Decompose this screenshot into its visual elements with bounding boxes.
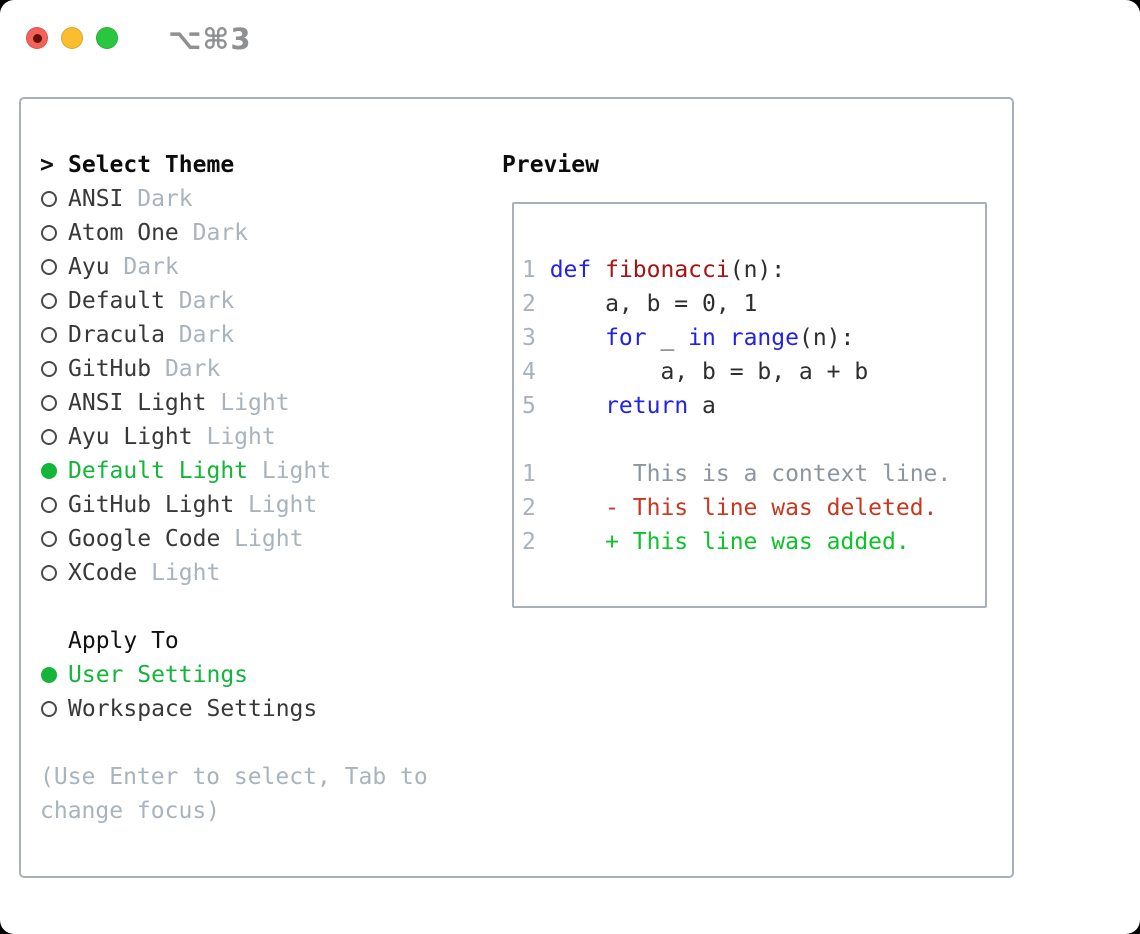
unsaved-dot-icon [32, 33, 42, 43]
radio-icon [41, 429, 57, 445]
traffic-lights [26, 27, 118, 49]
radio-icon [41, 327, 57, 343]
window-title: ⌥⌘3 [168, 22, 252, 56]
apply-option-user-settings[interactable]: User Settings [40, 658, 428, 692]
theme-option-github[interactable]: GitHub Dark [40, 352, 428, 386]
line-number: 1 [522, 461, 536, 487]
option-label: XCode [68, 560, 138, 586]
option-variant: Dark [178, 220, 249, 246]
code-line: 1 This is a context line. [522, 457, 985, 491]
spacer [40, 590, 428, 624]
apply-to-title: Apply To [68, 628, 179, 654]
theme-option-ansi[interactable]: ANSI Dark [40, 182, 428, 216]
option-label: Atom One [68, 220, 179, 246]
option-label: User Settings [68, 662, 249, 688]
code-line: 4 a, b = b, a + b [522, 355, 985, 389]
option-variant: Dark [164, 322, 235, 348]
option-label: Default Light [68, 458, 249, 484]
line-number: 5 [522, 393, 536, 419]
option-variant: Dark [151, 356, 221, 382]
radio-icon [41, 531, 57, 547]
radio-icon [41, 497, 57, 513]
code-line: 2 a, b = 0, 1 [522, 287, 985, 321]
radio-icon [41, 225, 57, 241]
code-line: 2 - This line was deleted. [522, 491, 985, 525]
apply-option-workspace-settings[interactable]: Workspace Settings [40, 692, 428, 726]
radio-selected-icon [41, 463, 57, 479]
radio-icon [41, 259, 57, 275]
help-line: change focus) [40, 798, 221, 824]
theme-option-ansi-light[interactable]: ANSI Light Light [40, 386, 428, 420]
code-line [522, 423, 985, 457]
theme-list-header: > Select Theme [40, 148, 428, 182]
option-variant: Light [220, 526, 304, 552]
apply-to-header: Apply To [40, 624, 428, 658]
radio-icon [41, 361, 57, 377]
line-number: 2 [522, 495, 536, 521]
code-line: 3 for _ in range(n): [522, 321, 985, 355]
radio-icon [41, 565, 57, 581]
theme-option-ayu[interactable]: Ayu Dark [40, 250, 428, 284]
option-label: GitHub Light [68, 492, 235, 518]
theme-list-title: Select Theme [68, 152, 235, 178]
option-label: Workspace Settings [68, 696, 318, 722]
radio-icon [41, 395, 57, 411]
theme-option-ayu-light[interactable]: Ayu Light Light [40, 420, 428, 454]
theme-option-dracula[interactable]: Dracula Dark [40, 318, 428, 352]
preview-title: Preview [502, 152, 599, 178]
theme-option-google-code[interactable]: Google Code Light [40, 522, 428, 556]
help-text: (Use Enter to select, Tab to change focus… [40, 760, 428, 828]
help-line: (Use Enter to select, Tab to [40, 764, 428, 790]
option-label: Ayu Light [68, 424, 193, 450]
line-number: 1 [522, 257, 536, 283]
theme-option-atom-one[interactable]: Atom One Dark [40, 216, 428, 250]
option-label: Ayu [68, 254, 110, 280]
option-label: ANSI Light [68, 390, 207, 416]
minimize-button[interactable] [61, 27, 83, 49]
radio-icon [41, 191, 57, 207]
option-variant: Dark [164, 288, 235, 314]
option-variant: Light [248, 458, 332, 484]
line-number: 3 [522, 325, 536, 351]
option-variant: Light [192, 424, 276, 450]
theme-option-xcode[interactable]: XCode Light [40, 556, 428, 590]
theme-option-default[interactable]: Default Dark [40, 284, 428, 318]
close-button[interactable] [26, 27, 48, 49]
option-label: Google Code [68, 526, 221, 552]
radio-icon [41, 293, 57, 309]
option-variant: Dark [109, 254, 179, 280]
code-line: 5 return a [522, 389, 985, 423]
code-line: 2 + This line was added. [522, 525, 985, 559]
radio-selected-icon [41, 667, 57, 683]
option-variant: Light [234, 492, 318, 518]
prompt-icon: > [40, 152, 54, 178]
option-label: ANSI [68, 186, 124, 212]
option-variant: Dark [123, 186, 193, 212]
option-label: Default [68, 288, 165, 314]
theme-option-default-light[interactable]: Default Light Light [40, 454, 428, 488]
line-number: 2 [522, 291, 536, 317]
radio-icon [41, 701, 57, 717]
option-label: Dracula [68, 322, 165, 348]
line-number: 2 [522, 529, 536, 555]
option-variant: Light [137, 560, 221, 586]
option-label: GitHub [68, 356, 152, 382]
apply-to-indent [40, 624, 68, 658]
spacer [40, 726, 428, 760]
zoom-button[interactable] [96, 27, 118, 49]
option-variant: Light [206, 390, 290, 416]
line-number: 4 [522, 359, 536, 385]
titlebar: ⌥⌘3 [0, 0, 1140, 97]
theme-option-github-light[interactable]: GitHub Light Light [40, 488, 428, 522]
